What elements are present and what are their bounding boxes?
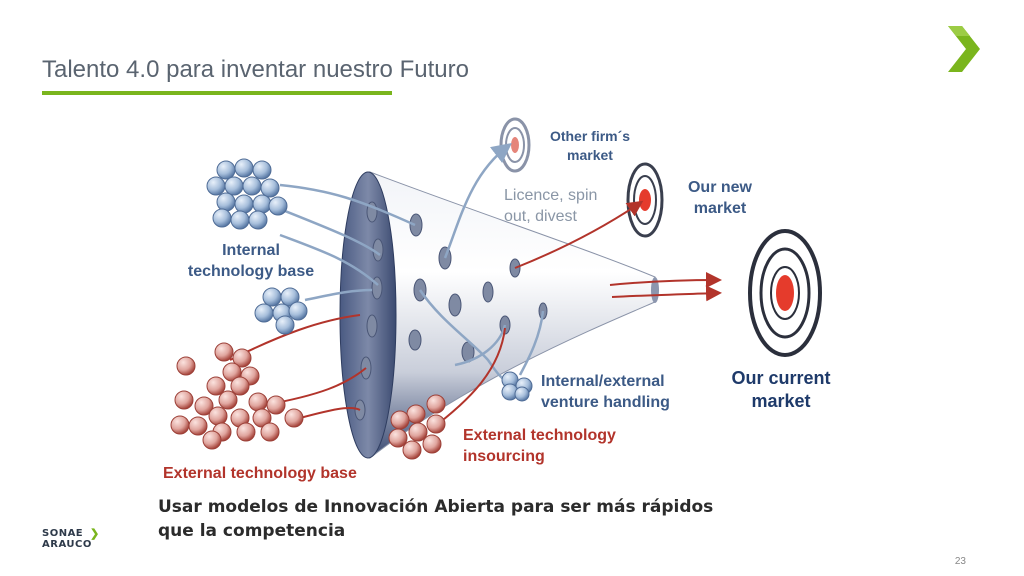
new-market-line2: market — [693, 200, 747, 217]
sonae-arauco-logo: SONAE ARAUCO ❯ — [42, 528, 102, 550]
current-market-label: Our current market — [722, 367, 840, 413]
new-market-label: Our new market — [683, 177, 757, 219]
internal-tech-line1: Internal — [222, 242, 280, 259]
internal-tech-base-label: Internal technology base — [183, 240, 319, 282]
internal-flow-lines — [269, 142, 545, 384]
caption-line1: Usar modelos de Innovación Abierta para … — [158, 497, 714, 517]
internal-tech-cluster — [206, 158, 288, 230]
insourcing-line1: External technology — [463, 427, 616, 444]
venture-line1: Internal/external — [541, 373, 665, 390]
internal-tech-line2: technology base — [187, 263, 315, 280]
page-number: 23 — [954, 556, 966, 567]
external-tech-base-label: External technology base — [163, 465, 357, 482]
insourcing-cluster — [388, 394, 446, 460]
insourcing-line2: insourcing — [463, 448, 545, 465]
brand-line1: SONAE — [42, 528, 84, 539]
venture-line2: venture handling — [541, 394, 670, 411]
chevron-logo-icon — [948, 26, 980, 72]
licence-line1: Licence, spin — [504, 187, 598, 204]
other-firm-market-label: Other firm´s market — [545, 127, 635, 165]
slide-title: Talento 4.0 para inventar nuestro Futuro — [42, 56, 469, 83]
current-market-target-icon — [748, 229, 822, 357]
other-firm-target-icon — [499, 117, 531, 173]
licence-spin-out-label: Licence, spin out, divest — [504, 185, 597, 227]
current-market-line2: market — [751, 391, 811, 411]
licence-line2: out, divest — [504, 208, 577, 225]
new-market-target-icon — [626, 162, 664, 238]
current-market-line1: Our current — [731, 368, 831, 388]
external-tech-cluster — [170, 342, 304, 450]
brand-chevron-icon: ❯ — [90, 528, 100, 540]
new-market-line1: Our new — [687, 179, 752, 196]
venture-handling-label: Internal/external venture handling — [541, 371, 670, 413]
external-insourcing-label: External technology insourcing — [463, 425, 616, 467]
title-underline — [42, 91, 392, 95]
internal-tech-small-cluster — [254, 287, 308, 335]
caption-line2: que la competencia — [158, 521, 346, 541]
brand-line2: ARAUCO — [42, 539, 92, 550]
other-firm-line2: market — [567, 147, 613, 163]
slide-caption: Usar modelos de Innovación Abierta para … — [158, 495, 858, 543]
other-firm-line1: Other firm´s — [549, 128, 631, 144]
venture-cluster — [501, 371, 533, 402]
